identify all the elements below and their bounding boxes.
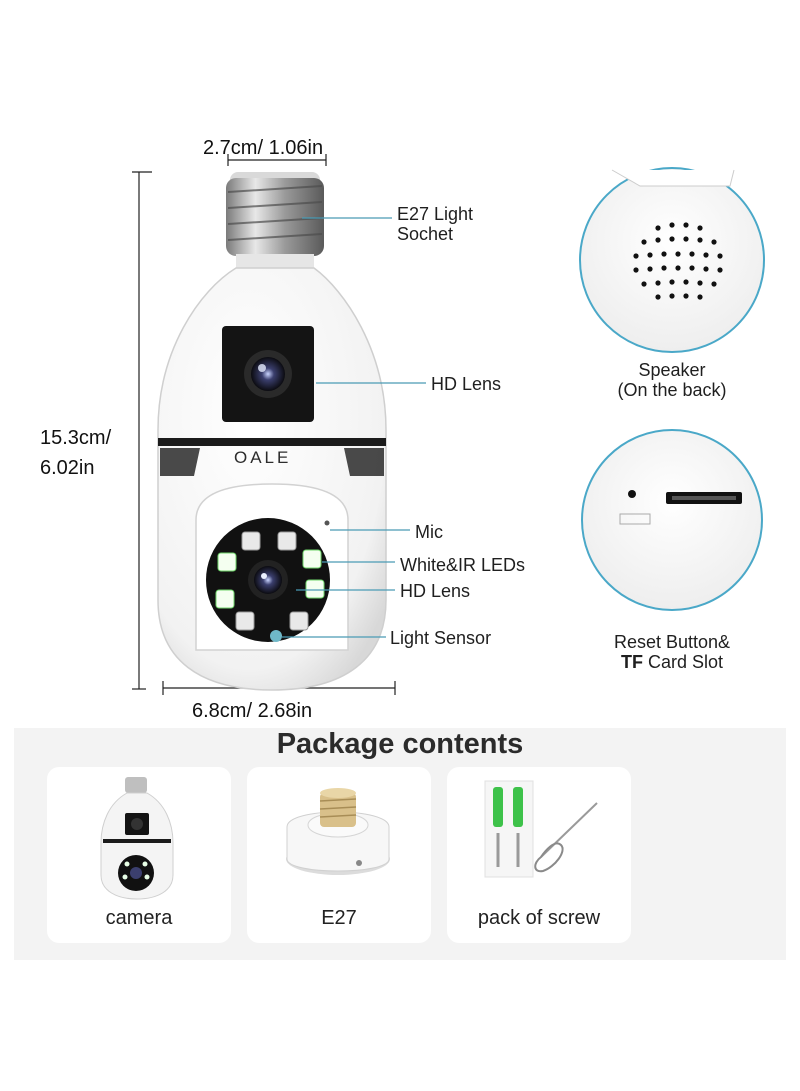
package-item-screws: pack of screw	[447, 767, 631, 943]
light-sensor-label: Light Sensor	[390, 628, 492, 648]
reset-caption-line1: Reset Button&	[613, 632, 731, 652]
top-width-dimension	[227, 154, 327, 166]
hd-lens-bottom-label: HD Lens	[400, 581, 471, 601]
tf-bold-text: TF	[620, 652, 643, 672]
package-item-camera-label: camera	[105, 907, 173, 929]
brand-logo: OALE	[234, 448, 292, 467]
package-item-e27-label: E27	[321, 907, 357, 929]
lower-camera-head	[195, 483, 349, 651]
hd-lens-top-label: HD Lens	[431, 374, 502, 394]
screw-pack-icon	[484, 780, 598, 878]
e27-socket-icon	[286, 788, 390, 875]
reset-tf-inset	[581, 429, 763, 611]
package-item-screws-label: pack of screw	[477, 907, 601, 929]
light-sensor	[270, 630, 282, 642]
leds-label: White&IR LEDs	[400, 555, 526, 575]
reset-caption-line2: TF Card Slot	[582, 652, 762, 672]
height-in-label: 6.02in	[40, 457, 95, 479]
callout-lines	[282, 217, 426, 638]
product-illustration	[132, 154, 765, 695]
reset-button-hole	[628, 490, 636, 498]
e27-screw-socket	[226, 172, 324, 270]
socket-label-line2: Sochet	[397, 224, 454, 244]
mic-label: Mic	[415, 522, 443, 542]
speaker-caption-line2: (On the back)	[617, 380, 727, 400]
package-title: Package contents	[276, 728, 524, 760]
led-ring	[215, 531, 325, 631]
top-width-label: 2.7cm/ 1.06in	[203, 137, 324, 159]
bottom-width-label: 6.8cm/ 2.68in	[192, 700, 313, 722]
speaker-holes	[633, 222, 723, 300]
height-cm-label: 15.3cm/	[40, 427, 112, 449]
speaker-inset	[579, 167, 765, 353]
package-item-e27: E27	[247, 767, 431, 943]
height-dimension	[132, 171, 152, 690]
divider-band	[158, 438, 386, 446]
mic-hole	[324, 520, 330, 526]
speaker-caption-line1: Speaker	[638, 360, 706, 380]
package-item-camera: camera	[47, 767, 231, 943]
mini-camera-icon	[100, 777, 174, 900]
upper-lens-housing	[222, 326, 314, 422]
socket-label-line1: E27 Light	[397, 204, 474, 224]
card-slot-text: Card Slot	[642, 652, 724, 672]
